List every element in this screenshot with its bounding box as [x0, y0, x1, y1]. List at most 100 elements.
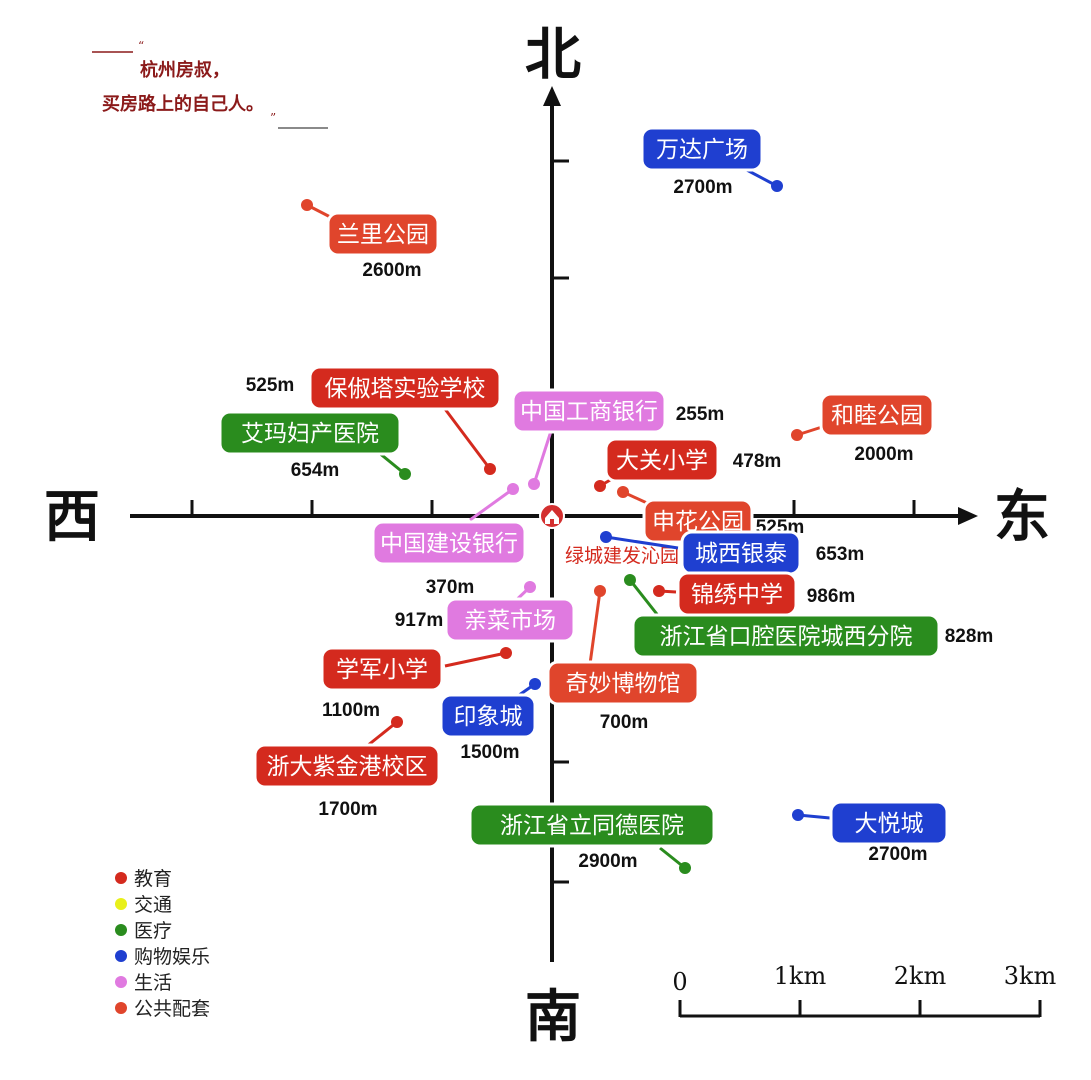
poi-name: 艾玛妇产医院 — [241, 421, 379, 447]
poi-distance: 2700m — [673, 177, 732, 198]
poi-distance: 525m — [246, 375, 295, 396]
poi-13: 学军小学 1100m — [320, 646, 512, 721]
poi-label-box — [631, 613, 941, 659]
poi-label-box — [468, 802, 716, 848]
poi-distance: 2000m — [854, 444, 913, 465]
east-label: 东 — [994, 485, 1050, 550]
poi-16: 浙大紫金港校区 1700m — [253, 716, 441, 820]
scale-label-1km: 1km — [774, 962, 827, 990]
poi-dot — [484, 463, 496, 475]
poi-dot — [529, 678, 541, 690]
poi-distance: 1100m — [322, 700, 380, 721]
west-label: 西 — [44, 485, 100, 550]
legend-label-transport: 交通 — [134, 894, 172, 916]
poi-label-box — [546, 660, 700, 706]
poi-dot — [507, 483, 519, 495]
poi-label-box — [604, 437, 720, 483]
legend-label-education: 教育 — [134, 868, 172, 890]
poi-connector — [469, 487, 514, 522]
poi-connector — [588, 590, 602, 665]
poi-distance: 986m — [807, 586, 856, 607]
poi-3: 中国工商银行 255m — [511, 388, 725, 490]
poi-name: 印象城 — [454, 704, 523, 730]
poi-name: 浙大紫金港校区 — [267, 754, 428, 780]
poi-connector — [605, 535, 679, 550]
poi-dot — [791, 429, 803, 441]
poi-17: 浙江省立同德医院 2900m — [468, 802, 716, 874]
poi-name: 浙江省立同德医院 — [500, 813, 684, 839]
center-project-label: 绿城建发沁园 — [565, 545, 679, 567]
poi-distance: 370m — [426, 577, 475, 598]
poi-dot — [594, 480, 606, 492]
legend-label-shopping: 购物娱乐 — [134, 946, 210, 968]
svg-text:“: “ — [138, 39, 144, 53]
poi-name: 城西银泰 — [695, 541, 787, 567]
poi-label-box — [819, 392, 935, 438]
scale-bar: 0 1km 2km 3km — [672, 962, 1057, 1018]
poi-name: 大悦城 — [855, 811, 924, 837]
poi-name: 万达广场 — [656, 137, 748, 163]
poi-dot — [391, 716, 403, 728]
poi-dot — [771, 180, 783, 192]
poi-connector — [628, 579, 662, 619]
poi-label-box — [444, 597, 576, 643]
legend-label-public: 公共配套 — [134, 998, 210, 1020]
poi-name: 中国工商银行 — [520, 399, 658, 425]
slogan-line-2: 买房路上的自己人。 — [102, 93, 264, 115]
poi-name: 大关小学 — [616, 448, 708, 474]
poi-label-box — [439, 693, 537, 739]
poi-name: 中国建设银行 — [380, 531, 518, 557]
poi-dot — [594, 585, 606, 597]
poi-label-box — [371, 520, 527, 566]
south-label: 南 — [525, 985, 581, 1050]
poi-dot — [399, 468, 411, 480]
north-label: 北 — [525, 23, 581, 88]
poi-label-box — [326, 211, 440, 257]
home-pin-icon — [539, 503, 565, 529]
legend-swatch-education — [115, 872, 127, 884]
poi-dot — [500, 647, 512, 659]
scale-label-0: 0 — [672, 968, 687, 996]
poi-dot — [679, 862, 691, 874]
poi-label-box — [511, 388, 667, 434]
poi-distance: 2600m — [362, 260, 421, 281]
poi-name: 学军小学 — [336, 657, 428, 683]
poi-dot — [301, 199, 313, 211]
poi-dot — [600, 531, 612, 543]
legend-swatch-public — [115, 1002, 127, 1014]
poi-name: 保俶塔实验学校 — [325, 376, 486, 402]
legend-label-medical: 医疗 — [134, 920, 172, 942]
legend-swatch-transport — [115, 898, 127, 910]
poi-distance: 917m — [395, 610, 444, 631]
legend-swatch-medical — [115, 924, 127, 936]
poi-4: 艾玛妇产医院 654m — [218, 410, 411, 481]
poi-distance: 2700m — [868, 844, 927, 865]
svg-text:”: ” — [270, 111, 276, 125]
poi-dot — [524, 581, 536, 593]
poi-distance: 2900m — [578, 851, 637, 872]
poi-label-box — [640, 126, 764, 172]
poi-label-box — [320, 646, 444, 692]
poi-distance: 1700m — [318, 799, 377, 820]
poi-dot — [617, 486, 629, 498]
poi-connector — [444, 651, 507, 668]
poi-label-box — [308, 365, 502, 411]
poi-label-box — [829, 800, 949, 846]
poi-name: 锦绣中学 — [691, 582, 783, 608]
poi-10: 锦绣中学 986m — [653, 571, 856, 617]
poi-name: 浙江省口腔医院城西分院 — [660, 624, 913, 650]
poi-connector — [440, 404, 492, 470]
poi-connector — [532, 427, 554, 485]
poi-label-box — [218, 410, 402, 456]
poi-distance: 654m — [291, 460, 340, 481]
poi-name: 和睦公园 — [831, 403, 923, 429]
poi-distance: 255m — [676, 404, 725, 425]
poi-5: 和睦公园 2000m — [791, 392, 935, 465]
